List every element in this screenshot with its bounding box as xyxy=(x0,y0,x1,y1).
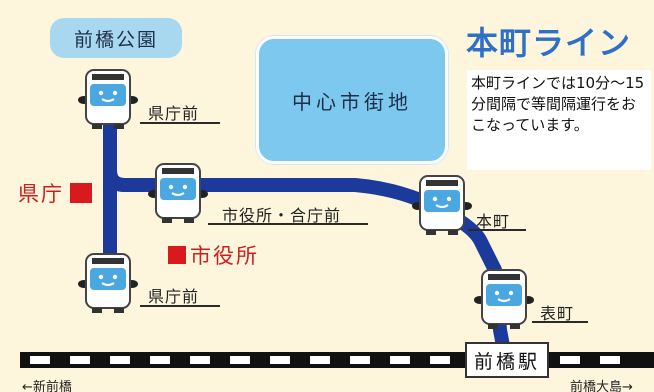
route-description: 本町ラインでは10分〜15分間隔で等間隔運行をおこなっています。 xyxy=(467,70,651,170)
stop-underline xyxy=(140,305,220,307)
stop-shiyakusho-goucho-mae: 市役所・合庁前 xyxy=(222,206,342,225)
landmark-kencho: 県庁 xyxy=(18,178,92,208)
landmark-marker-icon xyxy=(168,246,186,264)
park-label: 前橋公園 xyxy=(50,18,182,58)
landmark-shiyakusho: 市役所 xyxy=(168,240,259,270)
bus-icon xyxy=(78,69,138,129)
stop-omotecho: 表町 xyxy=(540,304,575,323)
bus-icon xyxy=(412,175,472,235)
stop-underline xyxy=(140,122,220,124)
stop-underline xyxy=(468,229,526,231)
direction-right: 前橋大島→ xyxy=(570,380,633,392)
landmark-marker-icon xyxy=(70,183,92,203)
central-district-area: 中心市街地 xyxy=(256,36,448,164)
bus-icon xyxy=(474,269,534,329)
stop-underline xyxy=(208,223,368,225)
route-title: 本町ライン xyxy=(466,24,632,62)
stop-kencho-mae-south: 県庁前 xyxy=(148,287,200,306)
landmark-kencho-label: 県庁 xyxy=(18,182,64,206)
stop-underline xyxy=(532,321,588,323)
direction-left: ←新前橋 xyxy=(22,380,72,392)
station-maebashi: 前橋駅 xyxy=(465,342,549,378)
bus-icon xyxy=(78,253,138,313)
stop-kencho-mae-north: 県庁前 xyxy=(148,104,200,123)
landmark-shiyakusho-label: 市役所 xyxy=(190,244,259,268)
stop-honmachi: 本町 xyxy=(476,212,511,231)
bus-icon xyxy=(148,163,208,223)
railway-track-icon xyxy=(20,352,654,368)
